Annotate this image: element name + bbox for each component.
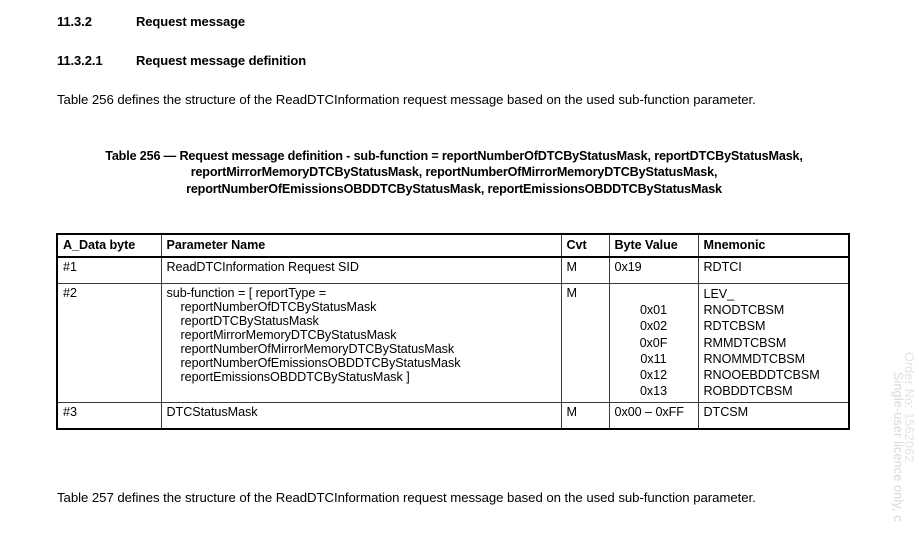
column-header-byte-value: Byte Value [608,233,699,258]
mnemonic: RDTCBSM [703,319,766,334]
section-title: Request message [136,14,246,29]
section-heading-11-3-2: 11.3.2 Request message [57,14,245,29]
sub-function-header: sub-function = [ reportType = [166,286,327,300]
cell-a-data-byte: #2 [56,282,162,404]
cell-mnemonic: RDTCI [697,256,850,284]
byte-value: 0x13 [639,384,668,399]
table-header-row: A_Data byte Parameter Name Cvt Byte Valu… [56,233,850,258]
column-header-parameter-name: Parameter Name [160,233,562,258]
column-header-mnemonic: Mnemonic [697,233,850,258]
column-header-a-data-byte: A_Data byte [56,233,162,258]
cell-mnemonic: LEV_ RNODTCBSM RDTCBSM RMMDTCBSM RNOMMDT… [697,282,850,404]
cell-mnemonic: DTCSM [697,402,850,430]
request-message-table-wrapper: A_Data byte Parameter Name Cvt Byte Valu… [56,233,850,431]
section-heading-11-3-2-1: 11.3.2.1 Request message definition [57,53,306,68]
mnemonic: ROBDDTCBSM [703,384,793,399]
watermark-licence-text: Single-user licence only, c [891,372,905,522]
mnemonic-header: LEV_ [703,287,735,301]
cell-cvt: M [560,402,610,430]
byte-value: 0x02 [639,319,668,334]
cell-parameter-name: DTCStatusMask [160,402,562,430]
table-caption: Table 256 — Request message definition -… [105,149,803,196]
byte-value: 0x01 [639,303,668,318]
request-message-table: A_Data byte Parameter Name Cvt Byte Valu… [56,233,850,431]
section-number: 11.3.2.1 [57,53,103,68]
outro-paragraph: Table 257 defines the structure of the R… [57,490,756,505]
watermark-order-text: Order No: 1562062 [902,352,916,463]
mnemonic: RMMDTCBSM [703,335,787,350]
cell-cvt: M [560,256,610,284]
cell-parameter-name: ReadDTCInformation Request SID [160,256,562,284]
sub-function-option: reportNumberOfEmissionsOBDDTCByStatusMas… [180,356,461,370]
cell-a-data-byte: #3 [56,402,162,430]
byte-value: 0x11 [640,351,667,366]
cell-byte-value: 0x19 [608,256,699,284]
column-header-cvt: Cvt [560,233,610,258]
mnemonic: RNOMMDTCBSM [703,351,806,366]
sub-function-option: reportNumberOfDTCByStatusMask [180,300,377,314]
sub-function-option: reportMirrorMemoryDTCByStatusMask [180,328,397,342]
sub-function-option: reportEmissionsOBDDTCByStatusMask ] [180,370,410,384]
byte-value: 0x0F [639,335,668,350]
mnemonic: RNOOEBDDTCBSM [703,368,820,383]
cell-cvt: M [560,282,610,404]
cell-a-data-byte: #1 [56,256,162,284]
byte-value: 0x12 [639,368,668,383]
cell-parameter-name: sub-function = [ reportType = reportNumb… [160,282,562,404]
sub-function-option: reportDTCByStatusMask [180,314,319,328]
sub-function-option: reportNumberOfMirrorMemoryDTCByStatusMas… [180,342,455,356]
cell-byte-value: 0x01 0x02 0x0F 0x11 0x12 0x13 [608,282,699,404]
section-title: Request message definition [136,53,307,68]
table-row: #3 DTCStatusMask M 0x00 – 0xFF DTCSM [56,402,850,430]
section-number: 11.3.2 [57,14,92,29]
mnemonic: RNODTCBSM [703,303,785,318]
table-row: #1 ReadDTCInformation Request SID M 0x19… [56,256,850,284]
cell-byte-value: 0x00 – 0xFF [608,402,699,430]
table-row: #2 sub-function = [ reportType = reportN… [56,282,850,404]
intro-paragraph: Table 256 defines the structure of the R… [57,92,756,107]
